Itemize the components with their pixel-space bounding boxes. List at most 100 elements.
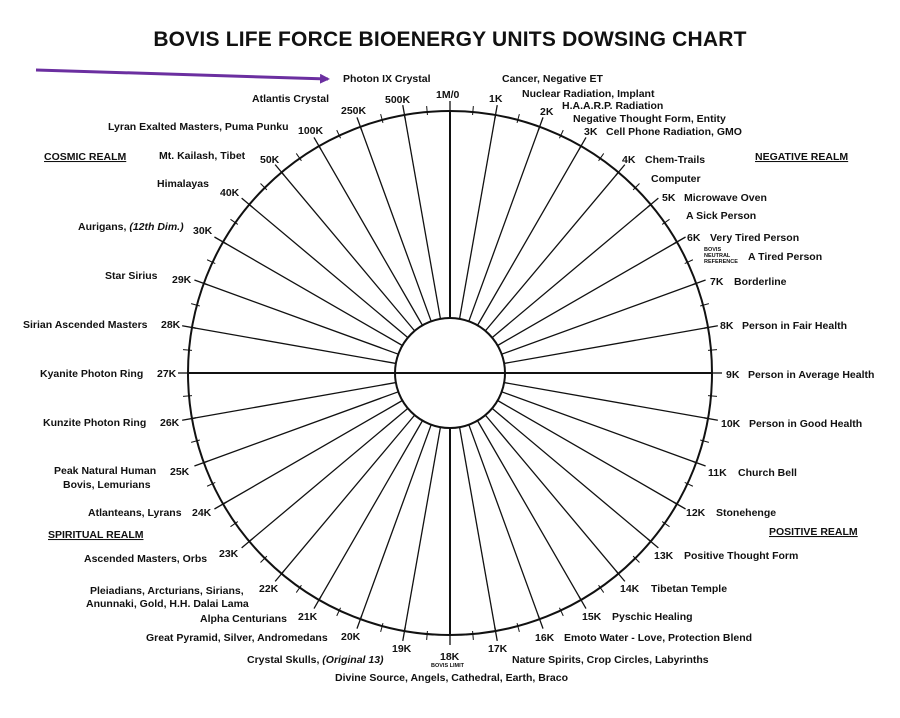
minor-tick-mark — [230, 521, 239, 528]
minor-tick-mark — [295, 153, 302, 162]
spoke — [501, 282, 697, 355]
scale-label-16k: 16K — [535, 632, 555, 644]
scale-label-23k: 23K — [219, 548, 239, 560]
scale-label-7k: 7K — [710, 276, 724, 288]
spoke — [497, 241, 678, 347]
neutral-note-2: NEUTRAL — [704, 253, 731, 259]
scale-label-8k: 8K — [720, 320, 734, 332]
desc-40k: Himalayas — [157, 178, 209, 190]
desc-6k: Very Tired Person — [710, 232, 799, 244]
desc-27k: Kyanite Photon Ring — [40, 368, 143, 380]
scale-label-30k: 30K — [193, 225, 213, 237]
spoke — [484, 171, 619, 332]
spoke — [497, 399, 678, 505]
desc-14k: Tibetan Temple — [651, 583, 727, 595]
desc-25k-line2: Bovis, Lemurians — [63, 479, 151, 491]
realm-cosmic: COSMIC REALM — [44, 151, 127, 163]
tick-mark — [578, 137, 587, 150]
minor-tick-mark — [380, 623, 384, 632]
pointer-arrow — [35, 68, 330, 84]
scale-label-14k: 14K — [620, 583, 640, 595]
bovis-limit-note: BOVIS LIMIT — [431, 663, 465, 669]
minor-tick-mark — [260, 183, 268, 191]
desc-11k: Church Bell — [738, 467, 797, 479]
minor-tick-mark — [426, 105, 428, 116]
spoke — [403, 114, 442, 319]
desc-50k: Mt. Kailash, Tibet — [159, 150, 246, 162]
scale-label-9k: 9K — [726, 369, 740, 381]
desc-computer: Computer — [651, 173, 701, 185]
minor-tick-mark — [516, 623, 520, 632]
tick-mark — [182, 325, 197, 329]
minor-tick-mark — [191, 303, 200, 307]
tick-mark — [578, 596, 587, 609]
spoke — [318, 145, 424, 326]
tick-mark — [615, 164, 626, 176]
spoke — [222, 241, 403, 347]
scale-label-22k: 22K — [259, 583, 279, 595]
tick-mark — [182, 417, 197, 421]
desc-23k: Ascended Masters, Orbs — [84, 553, 207, 565]
minor-tick-mark — [559, 129, 564, 139]
tick-mark — [241, 538, 253, 549]
desc-250k: Atlantis Crystal — [252, 93, 329, 105]
scale-label-17k: 17K — [488, 643, 508, 655]
desc-8k: Person in Fair Health — [742, 320, 847, 332]
tick-mark — [214, 236, 227, 245]
spoke — [504, 326, 709, 365]
tick-mark — [494, 626, 498, 641]
desc-25k: Peak Natural Human — [54, 465, 156, 477]
scale-label-26k: 26K — [160, 417, 180, 429]
desc-5k: Microwave Oven — [684, 192, 767, 204]
desc-9k: Person in Average Health — [748, 369, 874, 381]
minor-tick-mark — [598, 153, 605, 162]
tick-mark — [494, 105, 498, 120]
tick-mark — [274, 570, 285, 582]
scale-label-500k: 500K — [385, 94, 411, 106]
tick-mark — [703, 325, 718, 329]
spoke — [281, 171, 416, 332]
spoke — [504, 381, 709, 420]
spoke — [484, 414, 619, 575]
desc-7k: Borderline — [734, 276, 787, 288]
desc-19k-main: Crystal Skulls, — [247, 654, 322, 666]
desc-17k: Nature Spirits, Crop Circles, Labyrinths — [512, 654, 709, 666]
desc-30k: Aurigans, (12th Dim.) — [78, 221, 184, 233]
minor-tick-mark — [559, 607, 564, 617]
spoke — [476, 145, 582, 326]
chart-title: BOVIS LIFE FORCE BIOENERGY UNITS DOWSING… — [153, 28, 747, 51]
desc-15k: Pyschic Healing — [612, 611, 693, 623]
minor-tick-mark — [684, 482, 694, 487]
desc-3k: Cell Phone Radiation, GMO — [606, 126, 742, 138]
scale-label-2k: 2K — [540, 106, 554, 118]
desc-haarp: H.A.A.R.P. Radiation — [562, 100, 663, 112]
spoke — [191, 381, 396, 420]
minor-tick-mark — [661, 218, 670, 225]
tick-mark — [673, 236, 686, 245]
scale-label-27k: 27K — [157, 368, 177, 380]
scale-label-20k: 20K — [341, 631, 361, 643]
minor-tick-mark — [472, 105, 474, 116]
minor-tick-mark — [700, 303, 709, 307]
realm-positive: POSITIVE REALM — [769, 526, 858, 538]
scale-label-5k: 5K — [662, 192, 676, 204]
minor-tick-mark — [516, 114, 520, 123]
minor-tick-mark — [472, 630, 474, 641]
tick-mark — [313, 596, 322, 609]
minor-tick-mark — [206, 259, 216, 264]
spoke — [359, 424, 432, 620]
tick-mark — [402, 105, 406, 120]
desc-21k: Alpha Centurians — [200, 613, 287, 625]
desc-30k-italic: (12th Dim.) — [129, 221, 184, 233]
desc-4k: Chem-Trails — [645, 154, 705, 166]
tick-mark — [356, 615, 363, 629]
desc-18k: Divine Source, Angels, Cathedral, Earth,… — [335, 672, 568, 684]
desc-100k: Lyran Exalted Masters, Puma Punku — [108, 121, 289, 133]
tick-mark — [241, 197, 253, 208]
desc-30k-main: Aurigans, — [78, 221, 129, 233]
minor-tick-mark — [632, 183, 640, 191]
desc-26k: Kunzite Photon Ring — [43, 417, 146, 429]
minor-tick-mark — [707, 349, 718, 351]
tick-mark — [537, 117, 544, 131]
